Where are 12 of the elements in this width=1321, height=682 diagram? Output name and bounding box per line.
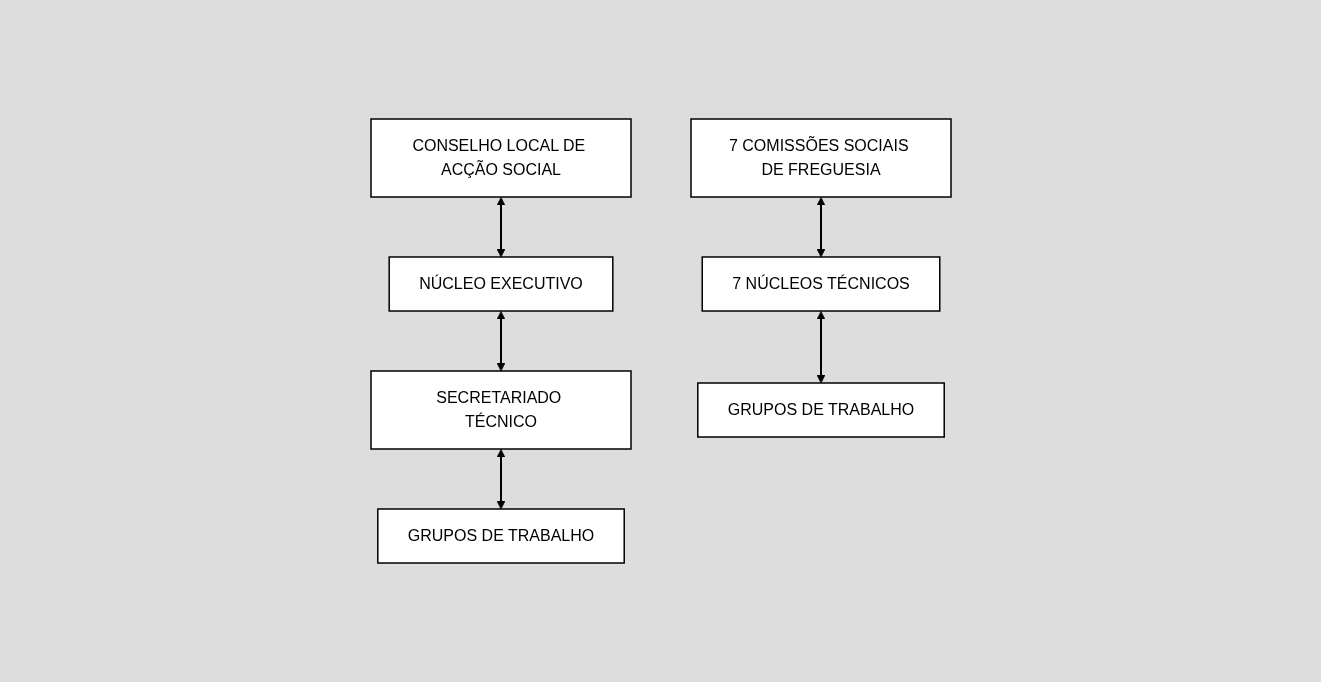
node-box: 7 NÚCLEOS TÉCNICOS (701, 256, 940, 312)
node-box: 7 COMISSÕES SOCIAIS DE FREGUESIA (689, 118, 952, 198)
node-box: SECRETARIADO TÉCNICO (369, 370, 632, 450)
node-box: GRUPOS DE TRABALHO (376, 508, 625, 564)
arrow (816, 197, 825, 258)
node-box: GRUPOS DE TRABALHO (696, 382, 945, 438)
arrow (496, 197, 505, 258)
node-box: CONSELHO LOCAL DE ACÇÃO SOCIAL (369, 118, 632, 198)
arrow (816, 311, 825, 384)
arrow (496, 449, 505, 510)
node-box: NÚCLEO EXECUTIVO (387, 256, 614, 312)
arrow (496, 311, 505, 372)
